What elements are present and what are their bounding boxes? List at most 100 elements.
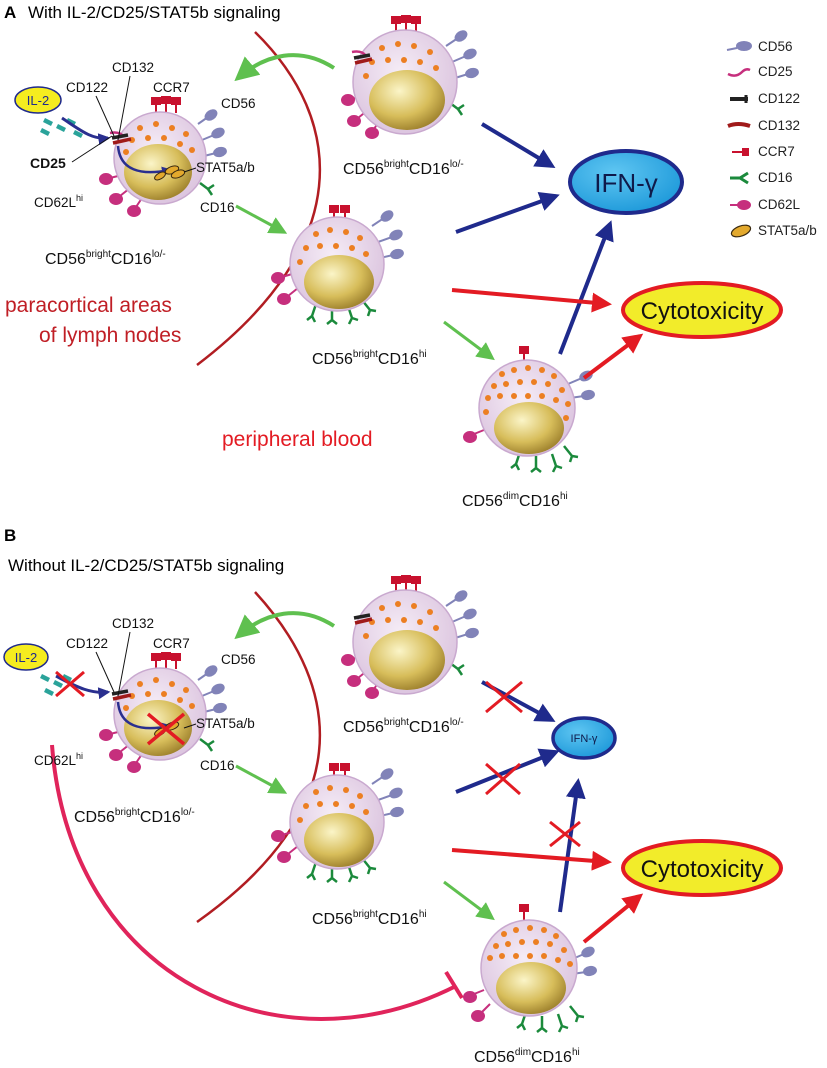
arrow-red-dim-to-cyto-a xyxy=(582,333,644,380)
nk-cell-left-a xyxy=(99,96,227,217)
il2-binding-arrow-a xyxy=(61,116,111,146)
panel-b-heading: Without IL-2/CD25/STAT5b signaling xyxy=(8,556,284,575)
cd122-label-a: CD122 xyxy=(66,80,108,95)
ifn-label-a: IFN-γ xyxy=(594,168,658,198)
cd62l-label-a: CD62Lhi xyxy=(34,193,83,210)
arrow-green-mid-to-dim-b xyxy=(443,880,495,921)
cd56-receptors xyxy=(197,109,227,158)
stat5-label-a: STAT5a/b xyxy=(196,160,255,175)
il2-molecules-b xyxy=(40,674,72,696)
cd25-label-a: CD25 xyxy=(30,155,66,171)
arrow-blue-mid-to-ifn-a xyxy=(455,192,560,234)
legend-stat5: STAT5a/b xyxy=(758,223,817,238)
cell-label-mid-b: CD56brightCD16hi xyxy=(312,909,427,928)
cd25-marker-icon xyxy=(727,68,751,77)
arrow-green-left-to-mid-b xyxy=(235,764,288,794)
nk-cell-mid-b xyxy=(271,763,404,883)
blocked-stat5-cross xyxy=(146,712,186,746)
cell-label-left-a: CD56brightCD16lo/- xyxy=(45,249,166,268)
arrow-red-mid-to-cyto-a xyxy=(451,288,612,313)
blocked-crosses-b xyxy=(485,680,581,848)
ifn-label-b: IFN-γ xyxy=(571,733,598,745)
cell-label-top-b: CD56brightCD16lo/- xyxy=(343,717,464,736)
ccr7-label-b: CCR7 xyxy=(153,636,190,651)
il2-cytokine-a: IL-2 xyxy=(14,86,62,114)
cd16-label-b: CD16 xyxy=(200,758,235,773)
cd62l-marker-icon xyxy=(730,200,751,210)
legend-ccr7: CCR7 xyxy=(758,144,795,159)
nk-cell-dim-b xyxy=(463,904,597,1033)
cd16-label-a: CD16 xyxy=(200,200,235,215)
ccr7-receptors xyxy=(151,96,181,113)
cd56-label-b: CD56 xyxy=(221,652,256,667)
cd16-marker-icon xyxy=(730,171,749,185)
nk-cell-left-b xyxy=(99,652,227,773)
il2-binding-arrow-b xyxy=(55,674,111,700)
receptor-complex xyxy=(109,131,132,145)
il2-cytokine-b: IL-2 xyxy=(3,643,49,671)
stat5-marker-icon xyxy=(730,224,752,238)
legend-cd62l: CD62L xyxy=(758,197,801,212)
region-lymph-line2: of lymph nodes xyxy=(39,324,181,347)
legend: CD56 CD25 CD122 CD132 CCR7 CD16 CD62L xyxy=(726,39,817,238)
arrow-red-dim-to-cyto-b xyxy=(582,893,644,944)
il2-label-b: IL-2 xyxy=(15,650,37,665)
cd132-label-a: CD132 xyxy=(112,60,154,75)
nk-cell-dim-a xyxy=(463,346,595,473)
legend-cd56: CD56 xyxy=(758,39,793,54)
cell-label-dim-a: CD56dimCD16hi xyxy=(462,491,568,510)
stat5-molecules xyxy=(154,165,186,181)
arrow-blue-dim-to-ifn-a xyxy=(558,220,614,355)
nk-cell-mid-a xyxy=(271,205,404,325)
cell-label-left-b: CD56brightCD16lo/- xyxy=(74,807,195,826)
legend-cd132: CD132 xyxy=(758,118,800,133)
arrow-red-mid-to-cyto-b xyxy=(451,848,612,871)
cyto-label-a: Cytotoxicity xyxy=(641,298,764,325)
nk-cell-top-a xyxy=(341,15,479,139)
cyto-label-b: Cytotoxicity xyxy=(641,856,764,883)
legend-cd25: CD25 xyxy=(758,64,793,79)
region-blood: peripheral blood xyxy=(222,428,373,451)
lymph-node-boundary-a xyxy=(196,31,322,366)
arrow-blue-top-to-ifn-a xyxy=(480,122,556,169)
ifn-gamma-b: IFN-γ xyxy=(551,716,617,760)
arrow-green-mid-to-dim-a xyxy=(443,320,495,361)
cd62l-receptors xyxy=(99,173,143,217)
arrow-green-return-a xyxy=(234,53,336,82)
ccr7-marker-icon xyxy=(732,148,749,156)
lymph-node-boundary-b xyxy=(196,591,322,924)
arrow-green-return-b xyxy=(234,611,336,640)
stat5-signal-arrow xyxy=(116,145,172,177)
panel-a-letter: A xyxy=(4,3,16,22)
il2-label-a: IL-2 xyxy=(27,93,49,108)
cd16-receptor xyxy=(199,182,215,196)
inhibition-bar-b xyxy=(444,970,464,1000)
cd62l-label-b: CD62Lhi xyxy=(34,751,83,768)
ccr7-label-a: CCR7 xyxy=(153,80,190,95)
arrow-green-left-to-mid-a xyxy=(235,204,288,234)
panel-a-heading: With IL-2/CD25/STAT5b signaling xyxy=(28,3,281,22)
inhibition-arc-b xyxy=(50,744,457,1021)
cell-label-dim-b: CD56dimCD16hi xyxy=(474,1047,580,1066)
il2-molecules-a xyxy=(40,118,83,138)
cytotoxicity-b: Cytotoxicity xyxy=(621,839,783,897)
stat5-label-b: STAT5a/b xyxy=(196,716,255,731)
ifn-gamma-a: IFN-γ xyxy=(568,149,684,215)
cd132-label-b: CD132 xyxy=(112,616,154,631)
cd56-marker-icon xyxy=(726,41,752,51)
cell-label-mid-a: CD56brightCD16hi xyxy=(312,349,427,368)
blocked-il2-cross xyxy=(55,670,85,698)
panel-b-letter: B xyxy=(4,526,16,545)
cd122-label-b: CD122 xyxy=(66,636,108,651)
region-lymph-line1: paracortical areas xyxy=(5,294,172,317)
cell-label-top-a: CD56brightCD16lo/- xyxy=(343,159,464,178)
cd56-label-a: CD56 xyxy=(221,96,256,111)
cd132-marker-icon xyxy=(727,122,751,128)
cytotoxicity-a: Cytotoxicity xyxy=(621,281,783,339)
legend-cd122: CD122 xyxy=(758,91,800,106)
legend-cd16: CD16 xyxy=(758,170,793,185)
arrow-blue-dim-to-ifn-b xyxy=(558,778,586,913)
nk-cell-top-b xyxy=(341,575,479,699)
cd122-marker-icon xyxy=(730,95,748,103)
